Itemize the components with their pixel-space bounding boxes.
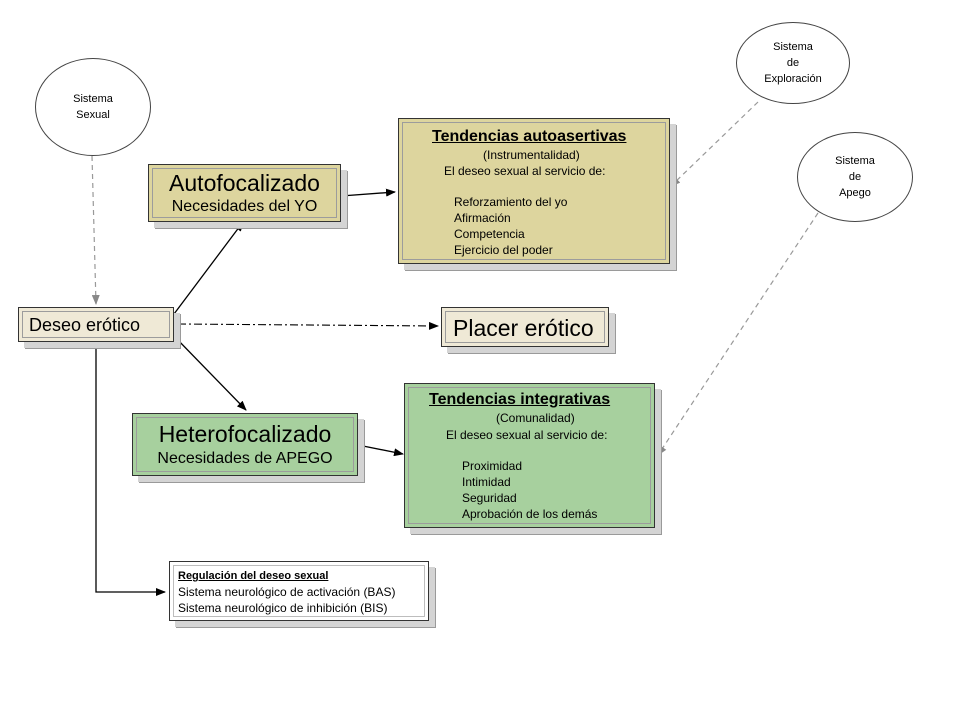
integrativas-item: Proximidad	[462, 459, 523, 473]
regulacion-title: Regulación del deseo sexual	[178, 570, 329, 582]
autoasertivas-item: Reforzamiento del yo	[454, 195, 568, 209]
sistema-sexual-circle: Sistema Sexual	[35, 58, 151, 156]
arrow-exploracion-to-autoasertivas	[670, 101, 759, 187]
autofocalizado-box: Autofocalizado Necesidades del YO	[148, 164, 341, 222]
integrativas-intro: El deseo sexual al servicio de:	[446, 428, 608, 442]
heterofocalizado-title: Heterofocalizado	[158, 421, 332, 447]
sistema-apego-line2: de	[848, 171, 862, 183]
autoasertivas-intro: El deseo sexual al servicio de:	[444, 164, 606, 178]
autofocalizado-title: Autofocalizado	[169, 170, 320, 196]
sistema-exploracion-line1: Sistema	[773, 41, 813, 53]
integrativas-paren: (Comunalidad)	[496, 411, 575, 425]
tendencias-integrativas-box: Tendencias integrativas (Comunalidad) El…	[404, 383, 655, 528]
autofocalizado-subtitle: Necesidades del YO	[171, 198, 318, 215]
autoasertivas-title: Tendencias autoasertivas	[432, 128, 627, 145]
arrow-deseo-to-regulacion	[95, 342, 166, 596]
sistema-apego-circle: Sistema de Apego	[797, 132, 913, 222]
integrativas-item: Aprobación de los demás	[462, 507, 598, 521]
arrow-apego-to-integrativas	[657, 212, 819, 456]
arrow-deseo-to-hetero	[173, 335, 247, 411]
heterofocalizado-box: Heterofocalizado Necesidades de APEGO	[132, 413, 358, 476]
integrativas-title: Tendencias integrativas	[429, 391, 611, 408]
tendencias-autoasertivas-box: Tendencias autoasertivas (Instrumentalid…	[398, 118, 670, 264]
arrow-hetero-to-integrativas	[357, 444, 404, 457]
sistema-apego-line3: Apego	[839, 187, 871, 199]
placer-erotico-label: Placer erótico	[453, 315, 594, 341]
arrow-auto-to-autoasertivas	[340, 188, 396, 197]
sistema-apego-line1: Sistema	[835, 155, 875, 167]
deseo-erotico-box: Deseo erótico	[18, 307, 174, 342]
sistema-sexual-line2: Sexual	[76, 109, 110, 121]
sistema-exploracion-line3: Exploración	[764, 73, 822, 85]
sistema-exploracion-line2: de	[786, 57, 800, 69]
arrow-deseo-to-placer	[177, 321, 439, 330]
deseo-erotico-label: Deseo erótico	[29, 315, 141, 335]
autoasertivas-item: Competencia	[454, 227, 525, 241]
arrow-sexual-to-deseo	[91, 155, 100, 305]
integrativas-item: Intimidad	[462, 475, 511, 489]
autoasertivas-paren: (Instrumentalidad)	[483, 148, 580, 162]
regulacion-line: Sistema neurológico de inhibición (BIS)	[178, 601, 388, 615]
sistema-sexual-line1: Sistema	[73, 93, 113, 105]
autoasertivas-item: Afirmación	[454, 211, 511, 225]
heterofocalizado-subtitle: Necesidades de APEGO	[157, 450, 333, 467]
integrativas-item: Seguridad	[462, 491, 517, 505]
regulacion-box: Regulación del deseo sexual Sistema neur…	[169, 561, 429, 621]
autoasertivas-item: Ejercicio del poder	[454, 243, 553, 257]
sistema-exploracion-circle: Sistema de Exploración	[736, 22, 850, 104]
arrow-deseo-to-auto	[173, 221, 244, 315]
regulacion-line: Sistema neurológico de activación (BAS)	[178, 585, 396, 599]
placer-erotico-box: Placer erótico	[441, 307, 609, 347]
